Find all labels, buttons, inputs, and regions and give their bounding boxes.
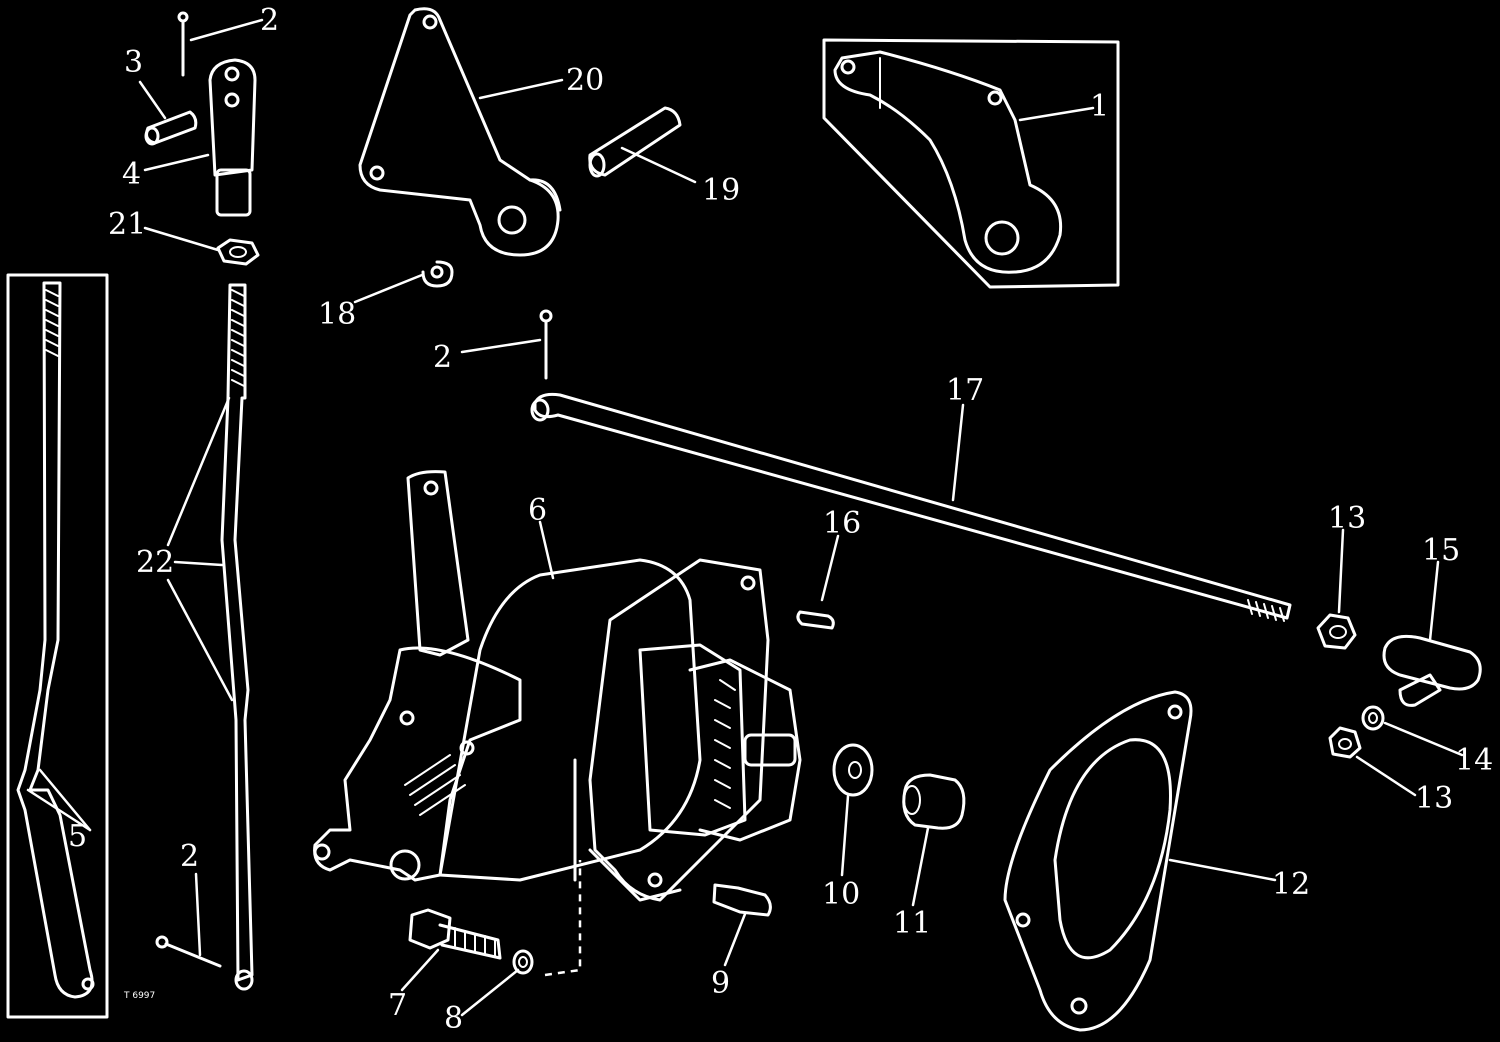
part-2-cotter-pin-top: [177, 11, 189, 77]
leader-lines: [26, 18, 1464, 1017]
part-21-nut: [216, 238, 260, 266]
callout-1: 1: [1090, 89, 1109, 124]
part-14-washer: [1361, 705, 1385, 731]
callout-21: 21: [108, 207, 146, 242]
part-13-nut-upper: [1316, 613, 1357, 650]
callout-3: 3: [124, 45, 143, 80]
callout-18: 18: [318, 297, 356, 332]
part-5-rod-assembly: [6, 273, 109, 1019]
callout-20: 20: [566, 63, 604, 98]
part-12-gasket: [1003, 690, 1193, 1032]
callout-19: 19: [702, 173, 740, 208]
callout-15: 15: [1422, 533, 1460, 568]
callout-2-top: 2: [260, 3, 279, 38]
figure-code: T 6997: [123, 991, 155, 1001]
part-6-governor-assembly: [313, 470, 802, 902]
part-4-clevis: [208, 58, 257, 217]
callout-12: 12: [1272, 867, 1310, 902]
callout-7: 7: [388, 988, 407, 1023]
part-10-washer: [832, 743, 874, 797]
part-15-swivel: [1382, 634, 1482, 707]
callout-2-middle: 2: [433, 340, 452, 375]
callout-22: 22: [136, 545, 174, 580]
callout-labels: 1 2 2 2 3 4 5 6 7 8 9 10 11 12 13 13 14 …: [68, 3, 1493, 1036]
part-2-cotter-pin-middle: [539, 309, 553, 380]
part-2-cotter-pin-bottom: [155, 935, 222, 968]
part-13-nut-lower: [1328, 726, 1362, 759]
part-7-bolt: [408, 908, 502, 960]
callout-4: 4: [122, 157, 141, 192]
part-11-bushing: [902, 773, 966, 830]
callout-6: 6: [528, 493, 547, 528]
callout-8: 8: [444, 1001, 463, 1036]
part-17-rod: [530, 392, 1292, 622]
callout-14: 14: [1455, 743, 1493, 778]
callout-13-upper: 13: [1328, 501, 1366, 536]
part-19-pin: [588, 106, 682, 178]
callout-9: 9: [711, 966, 730, 1001]
callout-16: 16: [823, 506, 861, 541]
part-9-stud: [712, 883, 772, 917]
part-20-plate: [358, 7, 562, 257]
callout-2-bottom: 2: [180, 839, 199, 874]
callout-10: 10: [822, 877, 860, 912]
part-18-snap-ring: [421, 260, 454, 288]
callout-13-lower: 13: [1415, 781, 1453, 816]
part-8-washer: [512, 860, 582, 977]
part-16-dowel: [796, 610, 835, 630]
part-22-rod: [220, 283, 254, 991]
part-3-pin: [144, 110, 198, 146]
callout-5: 5: [68, 819, 87, 854]
callout-17: 17: [946, 373, 984, 408]
part-1-bracket: [822, 38, 1120, 289]
callout-11: 11: [893, 906, 931, 941]
